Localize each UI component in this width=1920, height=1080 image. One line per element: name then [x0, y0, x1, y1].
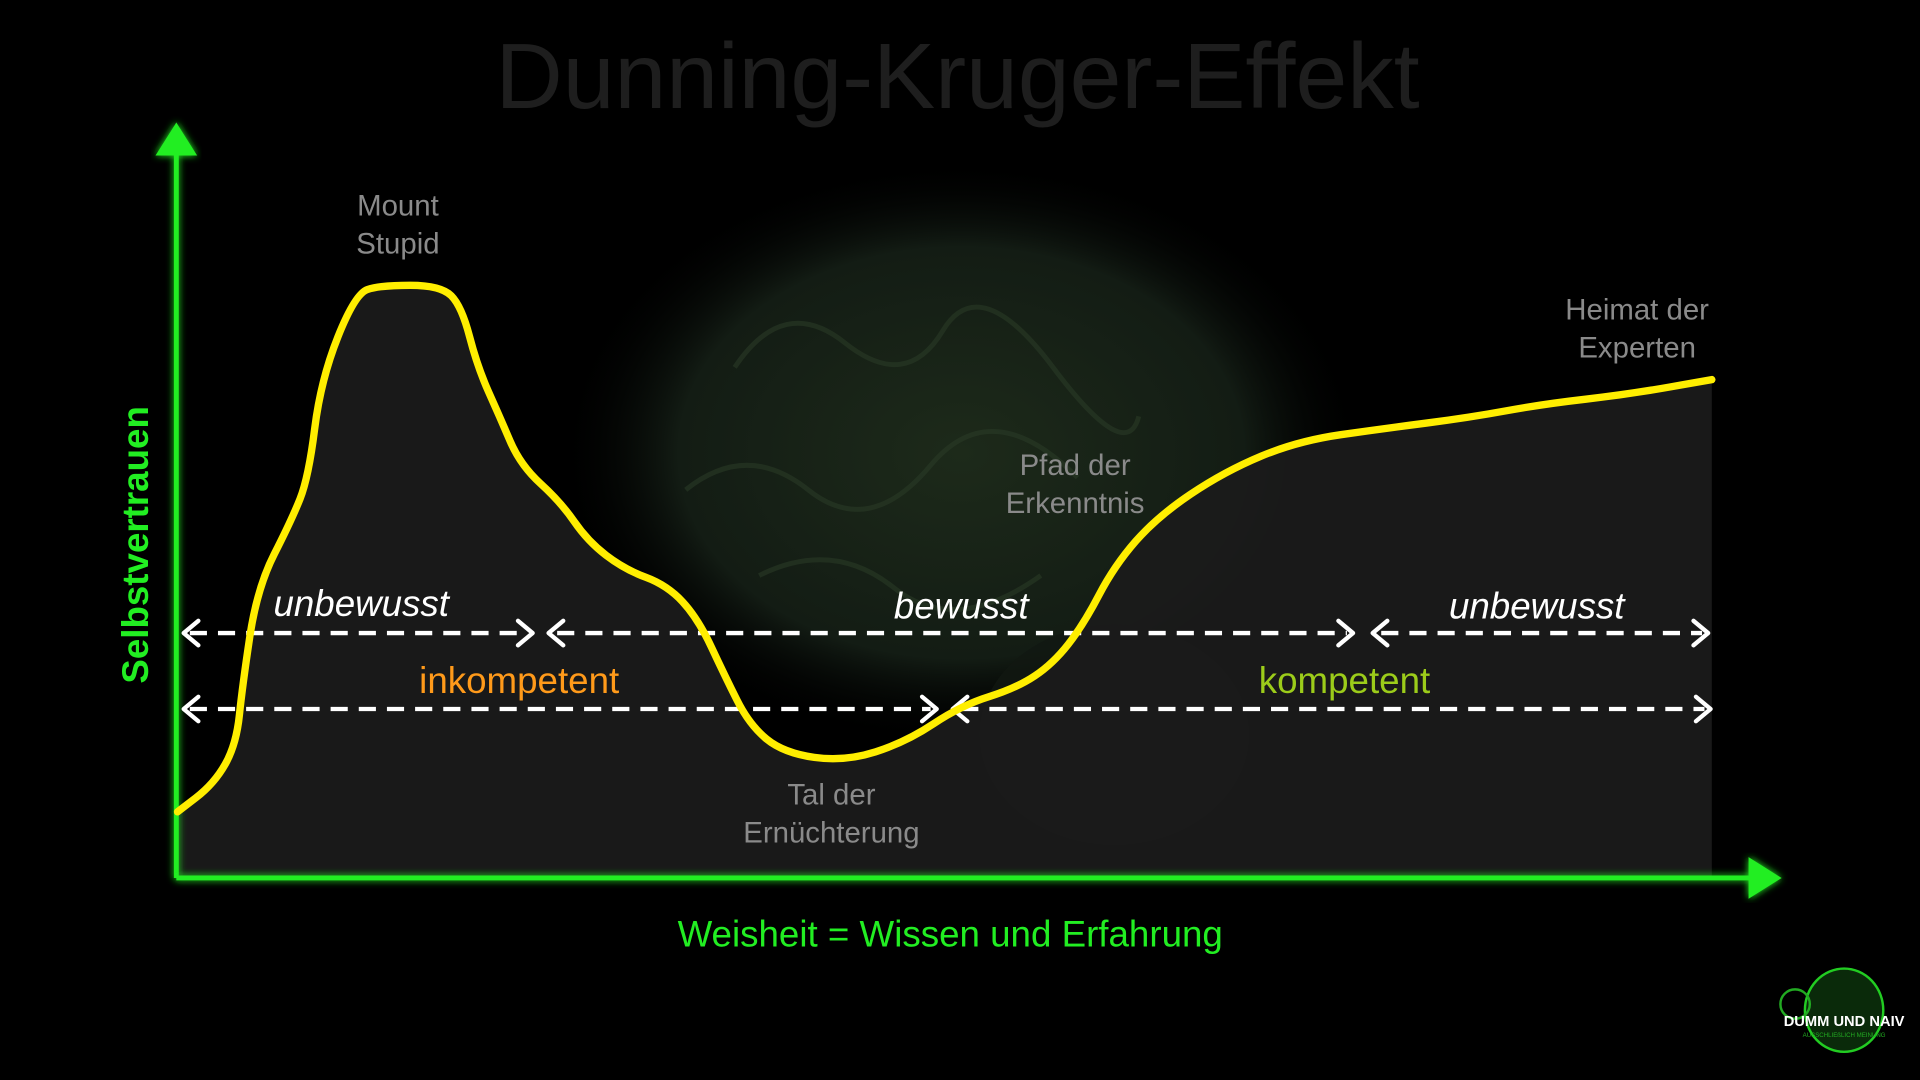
- label-plateau-2: Experten: [1578, 332, 1696, 365]
- x-axis-arrow-icon: [1748, 857, 1782, 899]
- range-label-kompetent: kompetent: [1259, 660, 1430, 701]
- label-mount-stupid-2: Stupid: [356, 227, 439, 260]
- x-axis: [176, 857, 1782, 899]
- curve-area: [177, 285, 1712, 876]
- y-axis-label: Selbstvertrauen: [115, 406, 156, 684]
- label-plateau-1: Heimat der: [1565, 294, 1709, 327]
- logo-subtitle: AUSSCHLIEßLICH MEINUNG: [1803, 1032, 1886, 1039]
- label-slope-2: Erkenntnis: [1006, 487, 1145, 520]
- range-arrows: [181, 618, 1713, 724]
- y-axis-arrow-icon: [155, 122, 198, 156]
- range-label-bewusst: bewusst: [894, 585, 1030, 626]
- label-slope-1: Pfad der: [1020, 449, 1131, 482]
- label-mount-stupid-1: Mount: [357, 190, 439, 223]
- logo: DUMM UND NAIV AUSSCHLIEßLICH MEINUNG: [1779, 967, 1905, 1054]
- confidence-curve: [173, 281, 1716, 816]
- label-valley-2: Ernüchterung: [743, 816, 919, 849]
- range-label-unbewusst-2: unbewusst: [1449, 585, 1626, 626]
- range-label-unbewusst-1: unbewusst: [273, 583, 450, 624]
- diagram-title: Dunning-Kruger-Effekt: [496, 24, 1420, 128]
- label-valley-1: Tal der: [787, 778, 875, 811]
- logo-text: DUMM UND NAIV: [1784, 1014, 1905, 1030]
- y-axis: [155, 122, 198, 878]
- logo-monkey-icon: [1803, 967, 1885, 1054]
- range-label-inkompetent: inkompetent: [419, 660, 619, 701]
- x-axis-label: Weisheit = Wissen und Erfahrung: [678, 914, 1223, 955]
